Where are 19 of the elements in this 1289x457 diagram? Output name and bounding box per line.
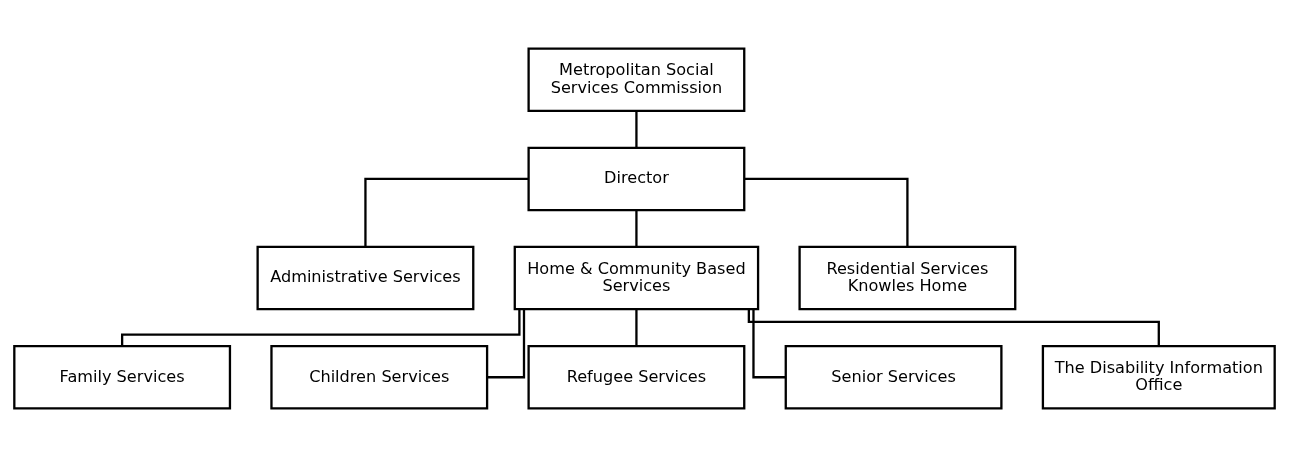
connector [747, 309, 1160, 346]
node-box: Residential Services Knowles Home [798, 245, 1017, 311]
connector [487, 309, 526, 379]
node-box: Director [527, 146, 746, 212]
node-box: Metropolitan Social Services Commission [527, 47, 746, 113]
connector [635, 210, 638, 247]
connector [120, 309, 521, 346]
connector [744, 177, 909, 247]
connector [364, 177, 529, 247]
node-box: Family Services [13, 344, 232, 410]
connector [635, 309, 638, 347]
node-box: Refugee Services [527, 344, 746, 410]
connector [752, 309, 786, 379]
node-box: Administrative Services [256, 245, 475, 311]
node-box: Home & Community Based Services [513, 245, 760, 311]
node-box: The Disability Information Office [1041, 344, 1276, 410]
connector [635, 111, 638, 148]
node-box: Senior Services [784, 344, 1003, 410]
node-box: Children Services [270, 344, 489, 410]
